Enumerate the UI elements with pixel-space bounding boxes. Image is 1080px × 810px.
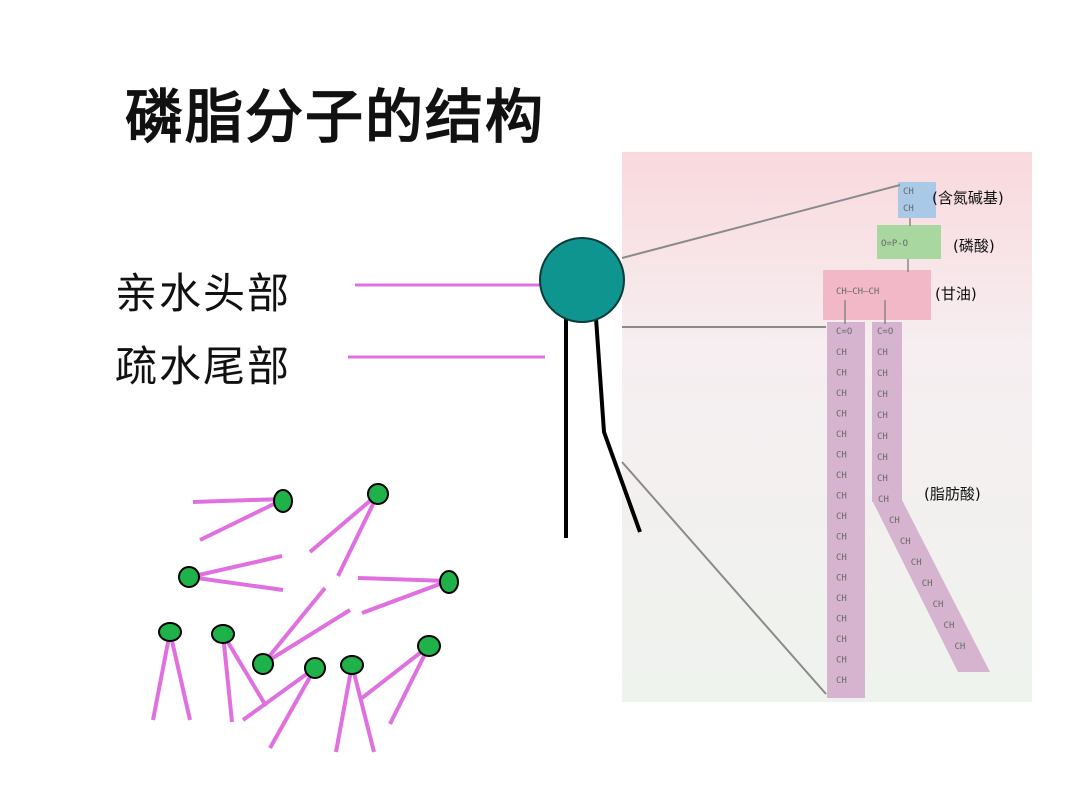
svg-text:C=O: C=O (877, 327, 893, 337)
hydrophilic-head-label: 亲水头部 (115, 269, 292, 318)
ch2-group: CH (836, 512, 847, 522)
phosphate-annotation: (磷酸) (953, 237, 995, 255)
choline-annotation: (含氮碱基) (932, 189, 1004, 207)
ch2-group: CH (900, 537, 911, 547)
ch2-group: CH (836, 533, 847, 543)
mini-head (304, 657, 326, 679)
structural-formula-panel: CH CH O=P-O CH—CH—CH C=O C=O CHCHCHCHCHC… (621, 152, 1032, 702)
ch2-group: CH (836, 553, 847, 563)
fatty-acid-chain-1 (827, 322, 865, 698)
ch2-group: CH (877, 348, 888, 358)
ch2-group: CH (836, 635, 847, 645)
choline-box (898, 182, 936, 218)
ch2-group: CH (877, 390, 888, 400)
scattered-phospholipids (151, 483, 459, 753)
ch2-group: CH (836, 574, 847, 584)
fatty-acid-annotation: (脂肪酸) (924, 485, 981, 503)
svg-text:CH: CH (903, 204, 914, 214)
phosphate-box (877, 225, 941, 259)
mini-head (367, 483, 389, 505)
glycerol-box (823, 270, 931, 320)
ch2-group: CH (877, 411, 888, 421)
ch2-group: CH (836, 492, 847, 502)
ch2-group: CH (836, 451, 847, 461)
ch2-group: CH (836, 471, 847, 481)
mini-head (178, 566, 200, 588)
glycerol-annotation: (甘油) (935, 285, 977, 303)
mini-head (211, 624, 235, 644)
svg-text:CH: CH (903, 187, 914, 197)
hydrophobic-tail-label: 疏水尾部 (115, 342, 292, 391)
chain-1-ch2-groups: CH CH CH CH CH CH CH CH CH CH CH CH CH CH CH CH CH (836, 348, 847, 686)
mini-head (439, 570, 459, 594)
ch2-group: CH (836, 369, 847, 379)
hydrophilic-head (539, 237, 625, 323)
ch2-group: CH (836, 676, 847, 686)
ch2-group: CH (878, 495, 889, 505)
ch2-group: CH (889, 516, 900, 526)
chain-2-ch2-groups: CH CH CH CH CH CH CH CH CH CH CH CH CH CH CH (877, 348, 965, 652)
phospholipid-model (539, 237, 642, 538)
mini-head (273, 489, 293, 513)
fatty-acid-chain-2-upper (872, 322, 902, 502)
ch2-group: CH (877, 369, 888, 379)
ch2-group: CH (954, 642, 965, 652)
ch2-group: CH (836, 656, 847, 666)
ch2-group: CH (836, 594, 847, 604)
ch2-group: CH (877, 474, 888, 484)
ch2-group: CH (836, 348, 847, 358)
projection-line-bottom (621, 461, 827, 695)
mini-head (417, 635, 441, 657)
ch2-group: CH (911, 558, 922, 568)
tail-bent (594, 317, 642, 533)
mini-head (252, 653, 274, 675)
ch2-group: CH (922, 579, 933, 589)
projection-line-top (621, 184, 901, 259)
ch2-group: CH (836, 389, 847, 399)
fatty-acid-chain-2-lower (872, 500, 990, 672)
ch2-group: CH (877, 432, 888, 442)
ch2-group: CH (836, 430, 847, 440)
ch2-group: CH (933, 600, 944, 610)
svg-text:C=O: C=O (836, 327, 852, 337)
page-title: 磷脂分子的结构 (125, 83, 546, 151)
ch2-group: CH (877, 453, 888, 463)
svg-text:O=P-O: O=P-O (881, 239, 908, 249)
svg-text:CH—CH—CH: CH—CH—CH (836, 287, 879, 297)
ch2-group: CH (836, 410, 847, 420)
mini-head (340, 655, 364, 675)
mini-head (158, 622, 182, 642)
ch2-group: CH (944, 621, 955, 631)
ch2-group: CH (836, 615, 847, 625)
